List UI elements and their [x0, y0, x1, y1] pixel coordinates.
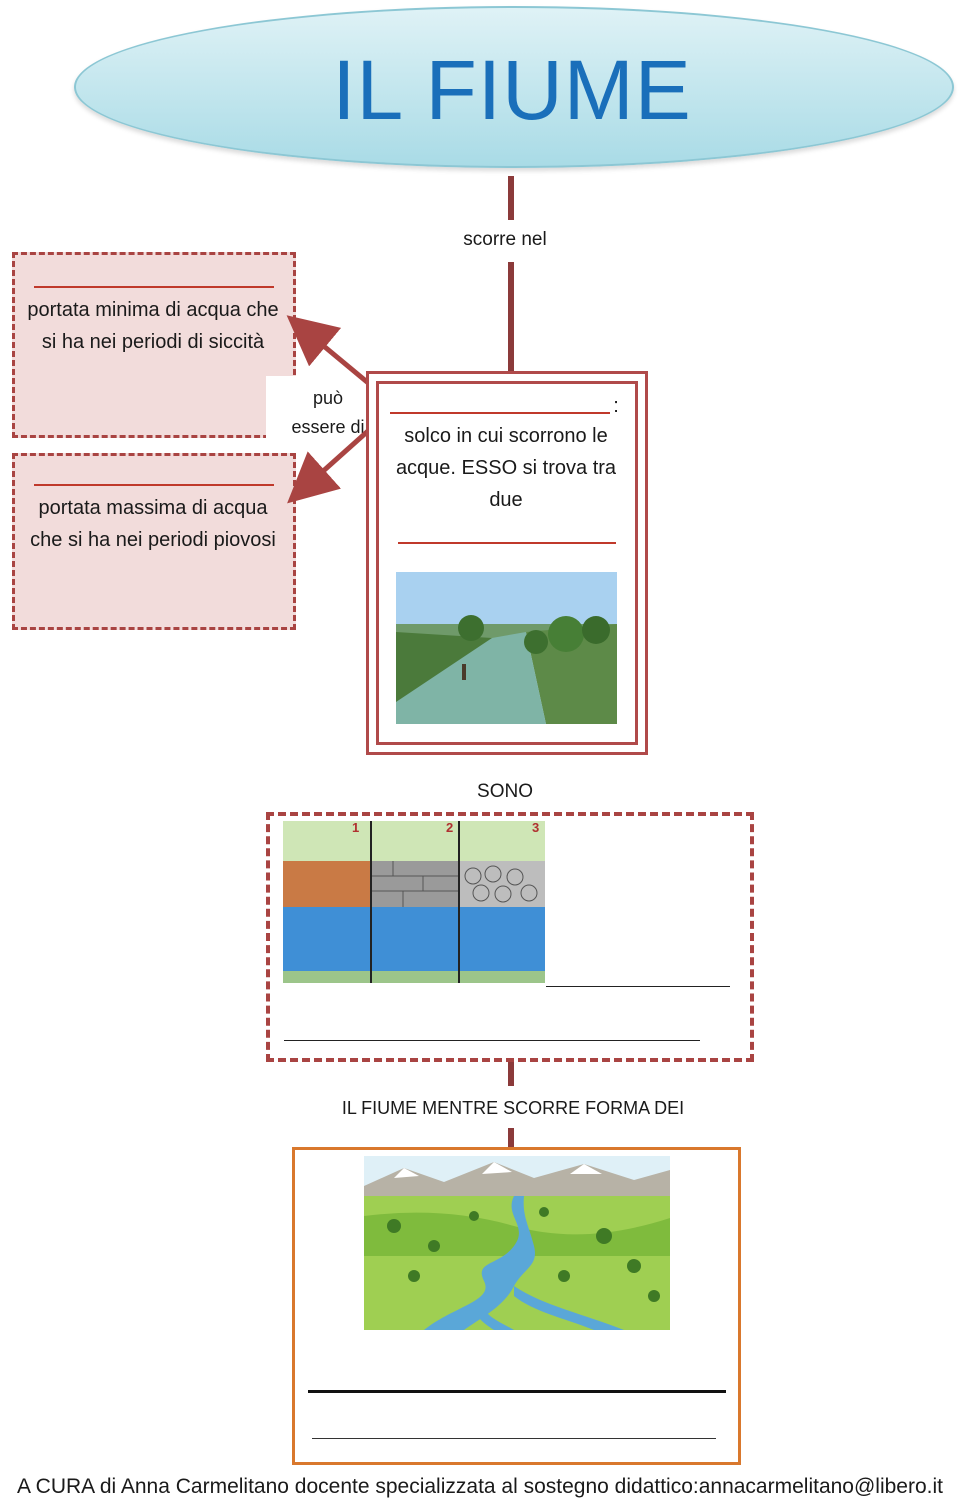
connector-line	[508, 176, 514, 220]
page-title: IL FIUME	[332, 43, 692, 137]
connector-line	[508, 1062, 514, 1086]
riverbed-line-3: due	[489, 489, 523, 511]
river-photo	[396, 572, 617, 724]
definition-box-minimum-flow	[12, 252, 296, 438]
riverbed-line-2: acque. ESSO si trova tra	[395, 457, 617, 479]
title-oval	[74, 6, 954, 168]
definition-maximum-flow: portata massima di acqua che si ha nei p…	[30, 497, 276, 551]
definition-minimum-flow: portata minima di acqua che si ha nei pe…	[27, 299, 279, 353]
river-banks-drawing	[283, 821, 545, 983]
bank-number-2: 2	[446, 820, 454, 835]
blank-line	[34, 286, 274, 288]
footer-credit: A CURA di Anna Carmelitano docente speci…	[16, 1475, 943, 1498]
connector-line	[508, 262, 514, 374]
blank-line	[398, 542, 616, 544]
river-landscape-drawing	[364, 1156, 670, 1330]
blank-line	[312, 1438, 716, 1439]
blank-line	[308, 1390, 726, 1393]
label-scorre-nel: scorre nel	[463, 229, 547, 250]
connector-line	[508, 1128, 514, 1148]
blank-line	[284, 1040, 700, 1041]
definition-box-maximum-flow	[12, 453, 296, 630]
label-sono: SONO	[477, 781, 533, 802]
banks-box	[266, 812, 754, 1062]
label-puo: può	[312, 388, 344, 408]
label-essere-di: essere di	[291, 417, 365, 437]
meanders-box	[292, 1147, 741, 1465]
riverbed-line-1: solco in cui scorrono le	[404, 425, 608, 447]
label-forma-dei: IL FIUME MENTRE SCORRE FORMA DEI	[341, 1098, 685, 1118]
blank-line	[390, 412, 610, 414]
bank-number-3: 3	[532, 820, 540, 835]
blank-line	[34, 484, 274, 486]
blank-line	[546, 986, 730, 987]
bank-number-1: 1	[352, 820, 360, 835]
colon: :	[613, 395, 619, 417]
